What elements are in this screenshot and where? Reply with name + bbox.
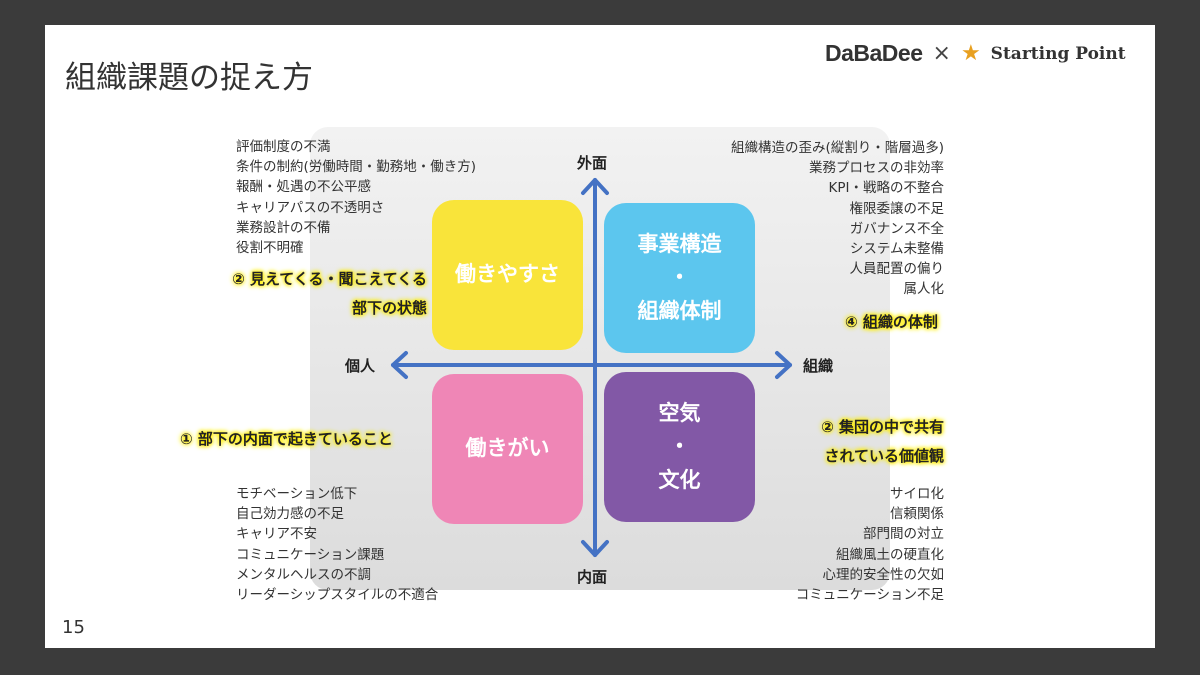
matrix-background (310, 127, 890, 590)
list-item: 評価制度の不満 (236, 139, 331, 155)
list-item: 条件の制約(労働時間・勤務地・働き方) (236, 159, 477, 176)
list-item: 自己効力感の不足 (236, 506, 344, 523)
axis-label-bottom: 内面 (577, 568, 608, 586)
list-item: KPI・戦略の不整合 (828, 180, 944, 197)
quadrant-label: 空気 (658, 400, 701, 425)
quadrant-top-right: 事業構造・組織体制 (604, 203, 755, 353)
list-item: 部門間の対立 (863, 526, 944, 543)
highlight-top-right: ④ 組織の体制 (845, 308, 938, 337)
highlight-line: ② 見えてくる・聞こえてくる (232, 270, 427, 288)
list-item: ガバナンス不全 (849, 220, 944, 237)
list-item: キャリア不安 (236, 526, 317, 543)
list-item: 心理的安全性の欠如 (822, 566, 945, 583)
arrow-up-icon (581, 178, 609, 195)
star-icon: ★ (960, 41, 981, 66)
axis-label-left: 個人 (345, 357, 376, 375)
list-item: キャリアパスの不透明さ (236, 199, 385, 216)
list-item: 役割不明確 (236, 240, 304, 257)
page-number: 15 (62, 617, 85, 638)
list-item: 業務プロセスの非効率 (809, 160, 944, 177)
quadrant-label: ・ (669, 265, 690, 290)
quadrant-label: ・ (669, 434, 690, 459)
arrow-right-icon (775, 351, 792, 379)
quadrant-label: 働きやすさ (455, 262, 560, 287)
page-title: 組織課題の捉え方 (65, 60, 313, 96)
list-item: 報酬・処遇の不公平感 (236, 179, 371, 196)
highlight-line: ① 部下の内面で起きていること (180, 430, 393, 448)
list-top-right: 組織構造の歪み(縦割り・階層過多) 業務プロセスの非効率 KPI・戦略の不整合 … (731, 138, 944, 300)
arrow-down-icon (581, 540, 609, 557)
list-item: 業務設計の不備 (236, 219, 331, 236)
cross-mark: × (932, 41, 951, 66)
highlight-line: されている価値観 (824, 447, 944, 465)
quadrant-label: 組織体制 (637, 298, 722, 323)
quadrant-top-left: 働きやすさ (432, 200, 583, 350)
quadrant-label: 事業構造 (637, 231, 722, 256)
logo: DaBaDee × ★ Starting Point (825, 40, 1126, 67)
list-top-left: 評価制度の不満 条件の制約(労働時間・勤務地・働き方) 報酬・処遇の不公平感 キ… (236, 137, 476, 258)
list-item: 人員配置の偏り (849, 261, 945, 278)
highlight-line: ④ 組織の体制 (845, 313, 938, 331)
list-item: システム未整備 (849, 241, 944, 258)
list-item: コミュニケーション課題 (236, 546, 385, 563)
list-bottom-right: サイロ化 信頼関係 部門間の対立 組織風土の硬直化 心理的安全性の欠如 コミュニ… (796, 484, 944, 605)
quadrant-label: 文化 (658, 467, 701, 492)
highlight-bottom-right: ② 集団の中で共有 されている価値観 (821, 413, 944, 471)
arrow-left-icon (391, 351, 408, 379)
highlight-bottom-left: ① 部下の内面で起きていること (180, 425, 393, 454)
starting-point-logo: Starting Point (990, 43, 1126, 64)
quadrant-label: 働きがい (465, 436, 550, 461)
axis-label-right: 組織 (803, 357, 834, 375)
highlight-line: ② 集団の中で共有 (821, 418, 944, 436)
quadrant-bottom-left: 働きがい (432, 374, 583, 524)
list-item: 属人化 (903, 281, 945, 298)
highlight-top-left: ② 見えてくる・聞こえてくる 部下の状態 (232, 265, 427, 323)
list-item: 権限委譲の不足 (849, 200, 945, 217)
list-item: モチベーション低下 (236, 486, 358, 502)
list-item: 信頼関係 (890, 506, 944, 523)
list-item: 組織構造の歪み(縦割り・階層過多) (730, 140, 944, 156)
list-item: 組織風土の硬直化 (836, 546, 944, 563)
list-item: コミュニケーション不足 (795, 587, 944, 604)
axis-label-top: 外面 (577, 154, 608, 172)
list-bottom-left: モチベーション低下 自己効力感の不足 キャリア不安 コミュニケーション課題 メン… (236, 484, 438, 605)
dabadee-logo: DaBaDee (825, 40, 923, 66)
list-item: サイロ化 (890, 486, 944, 502)
list-item: リーダーシップスタイルの不適合 (236, 587, 439, 604)
highlight-line: 部下の状態 (351, 299, 427, 317)
quadrant-bottom-right: 空気・文化 (604, 372, 755, 522)
list-item: メンタルヘルスの不調 (236, 566, 371, 583)
